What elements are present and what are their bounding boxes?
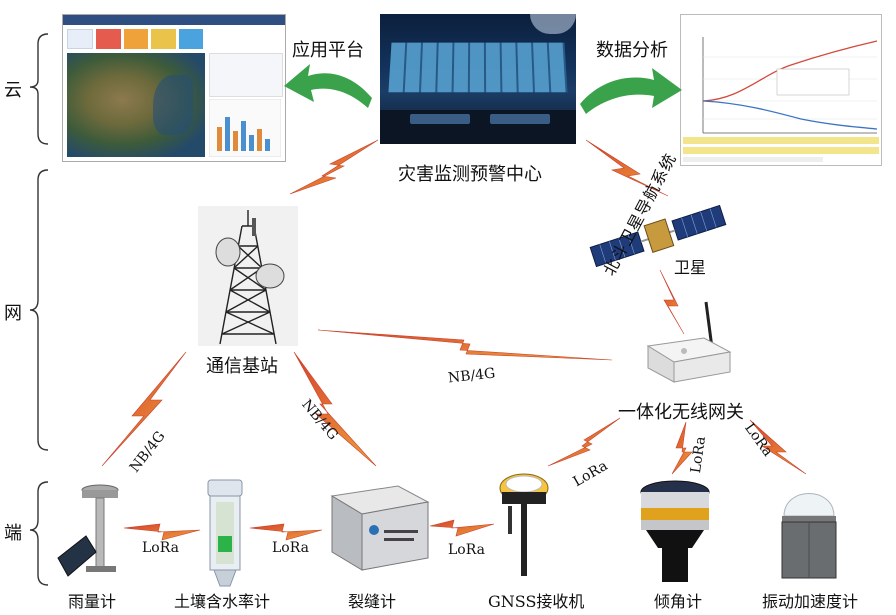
crack-meter-image [330, 485, 430, 571]
link-label-soil-crack: LoRa [272, 540, 309, 556]
tilt-meter-label: 倾角计 [654, 592, 703, 611]
vibration-meter-label: 振动加速度计 [762, 592, 859, 611]
satellite-label: 卫星 [674, 258, 707, 277]
crack-meter-label: 裂缝计 [348, 592, 397, 611]
gateway-label: 一体化无线网关 [618, 402, 744, 423]
rain-gauge-label: 雨量计 [68, 592, 117, 611]
monitoring-center-image [380, 14, 576, 144]
tier-label-network: 网 [4, 303, 22, 324]
arrow-to-platform [284, 64, 372, 108]
application-platform-image [62, 14, 286, 162]
link-label-rain-soil: LoRa [142, 540, 179, 556]
link-label-crack-gnss: LoRa [448, 542, 485, 558]
tilt-meter-image [640, 480, 710, 582]
satellite-image [589, 204, 727, 268]
monitoring-center-label: 灾害监测预警中心 [398, 164, 542, 185]
data-analysis-label: 数据分析 [596, 40, 668, 61]
data-analysis-image [680, 14, 882, 166]
soil-moisture-image [207, 479, 243, 587]
gateway-image [646, 301, 732, 383]
soil-moisture-label: 土壤含水率计 [174, 592, 271, 611]
arrow-to-analysis [580, 68, 682, 114]
base-station-image [198, 206, 298, 346]
rain-gauge-image [57, 484, 119, 577]
tier-label-cloud: 云 [4, 80, 22, 101]
gnss-receiver-label: GNSS接收机 [488, 592, 585, 611]
application-platform-label: 应用平台 [292, 40, 364, 61]
base-station-label: 通信基站 [206, 356, 278, 377]
tier-label-edge: 端 [4, 523, 22, 544]
vibration-meter-image [781, 493, 837, 579]
gnss-receiver-image [499, 473, 549, 576]
